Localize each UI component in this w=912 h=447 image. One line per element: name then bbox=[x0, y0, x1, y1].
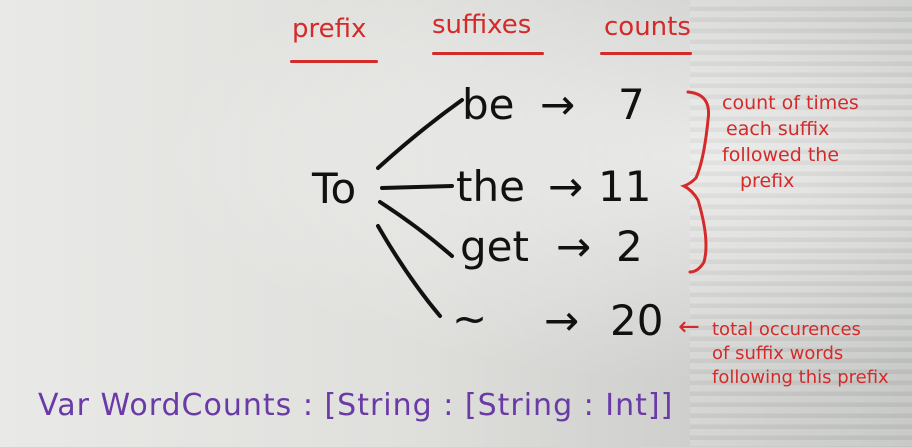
code-line: Var WordCounts : [String : [String : Int… bbox=[38, 388, 674, 423]
brace-note-line-1: count of times bbox=[722, 92, 859, 114]
header-prefix-underline bbox=[290, 60, 378, 63]
suffix-other: ~ bbox=[452, 294, 488, 343]
brace-note: count of times each suffix followed the … bbox=[722, 90, 859, 194]
total-note-line-2: of suffix words bbox=[712, 343, 844, 364]
arrow-the: → bbox=[548, 162, 584, 211]
count-be: 7 bbox=[618, 80, 645, 129]
brace-note-line-3: followed the bbox=[722, 144, 840, 166]
brace bbox=[680, 90, 711, 274]
count-get: 2 bbox=[616, 222, 643, 271]
window-blind-reflection bbox=[690, 0, 912, 447]
total-note: total occurences of suffix words followi… bbox=[712, 318, 889, 390]
arrow-other: → bbox=[544, 296, 580, 345]
suffix-be: be bbox=[462, 80, 515, 129]
arrow-be: → bbox=[540, 80, 576, 129]
header-prefix: prefix bbox=[292, 14, 367, 44]
arrow-get: → bbox=[556, 222, 592, 271]
suffix-get: get bbox=[460, 222, 529, 271]
total-note-arrow: ← bbox=[678, 312, 700, 342]
suffix-the: the bbox=[456, 162, 525, 211]
brace-note-line-4: prefix bbox=[740, 170, 795, 192]
branch-to-the bbox=[380, 184, 454, 190]
branch-to-other bbox=[376, 224, 442, 318]
header-counts: counts bbox=[604, 12, 691, 42]
branch-to-be bbox=[376, 98, 464, 170]
count-other: 20 bbox=[610, 296, 664, 345]
count-the: 11 bbox=[598, 162, 652, 211]
total-note-line-1: total occurences bbox=[712, 319, 861, 340]
header-suffixes-underline bbox=[432, 52, 544, 55]
header-suffixes: suffixes bbox=[432, 10, 532, 40]
brace-note-line-2: each suffix bbox=[726, 118, 830, 140]
header-counts-underline bbox=[600, 52, 692, 55]
total-note-line-3: following this prefix bbox=[712, 367, 889, 388]
prefix-word: To bbox=[312, 164, 357, 213]
branch-to-get bbox=[378, 200, 454, 258]
